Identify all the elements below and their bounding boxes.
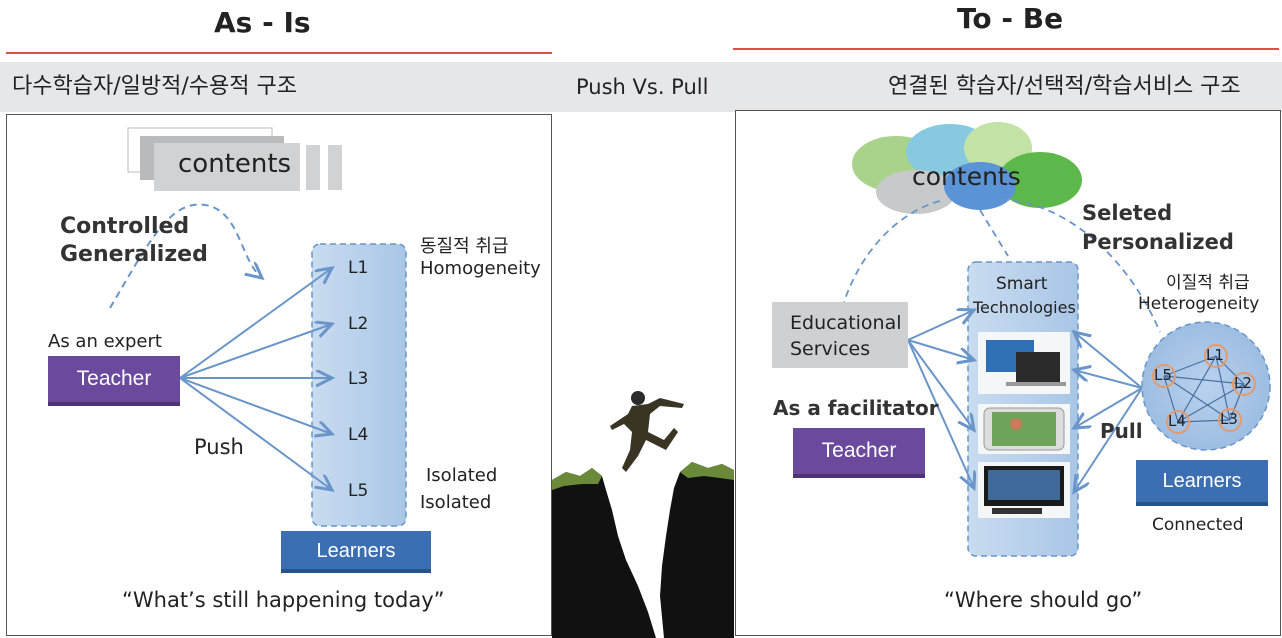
smart-label-line1: Smart — [996, 274, 1048, 294]
as-is-learner-l3: L3 — [348, 369, 369, 389]
content-bar-2 — [328, 145, 342, 190]
push-label: Push — [194, 435, 244, 459]
right-cliff — [660, 462, 734, 638]
network-node-l2 — [1232, 372, 1256, 396]
as-is-teacher-box: Teacher — [48, 356, 180, 406]
tv-device-image — [978, 462, 1070, 518]
left-cliff — [552, 468, 656, 638]
services-arrow-3 — [907, 339, 974, 430]
educational-services-box — [772, 302, 908, 368]
heterogeneity-en-label: Heterogeneity — [1138, 294, 1260, 314]
as-is-contents-label: contents — [178, 149, 292, 179]
controlled-flow-curve — [109, 203, 262, 309]
selected-label: Seleted — [1082, 201, 1173, 225]
homogeneity-ko-label: 동질적 취급 — [420, 236, 509, 257]
network-node-l1 — [1204, 344, 1228, 368]
push-arrow-l5 — [179, 377, 332, 490]
content-card-front — [154, 143, 300, 191]
personalized-label: Personalized — [1082, 230, 1234, 254]
generalized-label: Generalized — [60, 242, 208, 267]
push-arrow-l1 — [179, 268, 332, 379]
subtitle-band — [0, 62, 1282, 112]
network-label-l2: L2 — [1234, 374, 1252, 392]
cloud-green-right — [998, 152, 1082, 208]
desktop-device-image — [978, 332, 1070, 394]
left-divider — [6, 52, 552, 54]
services-arrow-1 — [907, 310, 974, 341]
network-label-l4: L4 — [1168, 412, 1186, 430]
homogeneity-en-label: Homogeneity — [420, 258, 541, 279]
push-arrow-l4 — [179, 377, 332, 434]
isolated-label-2: Isolated — [420, 492, 492, 513]
services-arrow-2 — [907, 339, 974, 360]
to-be-title: To - Be — [957, 2, 1064, 35]
right-divider — [733, 48, 1279, 50]
left-cliff-grass — [552, 468, 602, 490]
cloud-to-smart-link — [979, 209, 1009, 257]
center-subtitle: Push Vs. Pull — [576, 75, 709, 99]
left-subtitle: 다수학습자/일방적/수용적 구조 — [12, 74, 297, 99]
network-label-l3: L3 — [1220, 410, 1238, 428]
to-be-learners-box: Learners — [1136, 460, 1268, 506]
cloud-to-services-link — [841, 199, 945, 309]
expert-label: As an expert — [48, 331, 162, 352]
as-is-learner-l1: L1 — [348, 258, 369, 278]
as-is-learner-l5: L5 — [348, 481, 369, 501]
as-is-learners-box: Learners — [281, 531, 431, 573]
educational-services-line2: Services — [790, 338, 871, 360]
as-is-title: As - Is — [214, 6, 311, 39]
push-arrow-l2 — [179, 324, 332, 379]
facilitator-label: As a facilitator — [773, 396, 939, 420]
network-label-l5: L5 — [1154, 366, 1172, 384]
cloud-to-learners-link — [1001, 199, 1161, 333]
services-arrow-4 — [907, 339, 974, 488]
to-be-diagram — [841, 122, 1271, 557]
as-is-learner-l2: L2 — [348, 314, 369, 334]
pull-label: Pull — [1100, 419, 1143, 443]
isolated-label-1: Isolated — [426, 465, 498, 486]
pull-arrow-2 — [1074, 370, 1143, 389]
as-is-learner-l4: L4 — [348, 425, 369, 445]
cloud-blue-center — [944, 162, 1016, 210]
connected-label: Connected — [1152, 515, 1244, 535]
heterogeneity-ko-label: 이질적 취급 — [1166, 273, 1250, 293]
network-label-l1: L1 — [1206, 346, 1224, 364]
to-be-teacher-box: Teacher — [793, 428, 925, 478]
as-is-caption: “What’s still happening today” — [122, 588, 445, 612]
network-node-l3 — [1218, 408, 1242, 432]
cliff-jump-illustration — [552, 391, 734, 638]
to-be-contents-label: contents — [912, 162, 1021, 191]
learners-column — [311, 243, 407, 527]
network-node-l5 — [1152, 364, 1176, 388]
to-be-caption: “Where should go” — [944, 588, 1143, 612]
right-subtitle: 연결된 학습자/선택적/학습서비스 구조 — [888, 74, 1241, 99]
learner-network-circle — [1141, 321, 1271, 451]
right-cliff-grass — [680, 462, 734, 480]
educational-services-line1: Educational — [790, 312, 902, 334]
network-node-l4 — [1166, 410, 1190, 434]
pull-arrow-3 — [1074, 387, 1143, 428]
jumping-person — [610, 391, 684, 472]
pull-arrow-4 — [1074, 387, 1143, 492]
content-bar-1 — [306, 145, 320, 190]
tablet-device-image — [978, 404, 1070, 454]
as-is-diagram — [109, 127, 407, 527]
smart-label-line2: Technologies — [973, 298, 1076, 317]
controlled-label: Controlled — [60, 214, 190, 239]
pull-arrow-1 — [1074, 332, 1143, 389]
